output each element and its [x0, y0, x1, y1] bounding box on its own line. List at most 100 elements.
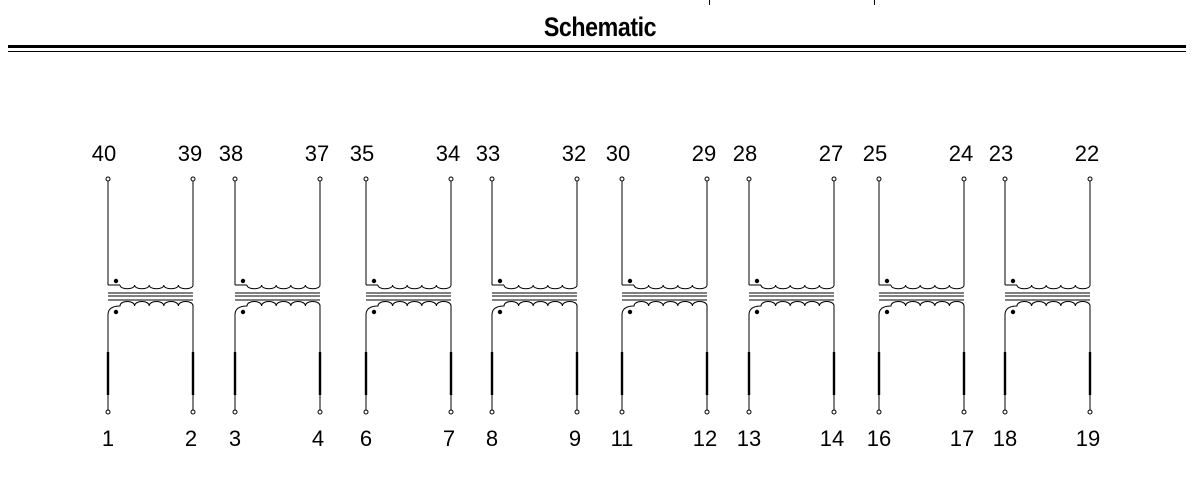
pin-top-right: [961, 176, 967, 182]
polarity-dot-primary: [627, 278, 633, 284]
pin-top-right: [574, 176, 580, 182]
transformer-2: 38 37 3 4: [219, 141, 329, 451]
pin-top-right: [704, 176, 710, 182]
polarity-dot-primary: [884, 278, 890, 284]
pin-bottom-right: [961, 409, 967, 415]
pin-bottom-left: [105, 409, 111, 415]
secondary-winding: [365, 301, 452, 316]
primary-winding: [1016, 278, 1091, 290]
pin-bottom-right: [704, 409, 710, 415]
pin-top-right: [1087, 176, 1093, 182]
pin-bottom-left: [489, 409, 495, 415]
primary-winding: [119, 278, 194, 290]
pin-label-top-left: 40: [92, 141, 116, 166]
secondary-winding: [748, 301, 835, 316]
pin-label-top-left: 35: [350, 141, 374, 166]
pin-label-bottom-left: 6: [360, 426, 372, 451]
pin-label-top-left: 38: [219, 141, 243, 166]
polarity-dot-primary: [113, 278, 119, 284]
transformer-5: 30 29 11 12: [606, 141, 717, 451]
pin-top-left: [746, 176, 752, 182]
pin-top-left: [1002, 176, 1008, 182]
pin-bottom-left: [619, 409, 625, 415]
secondary-winding: [491, 301, 578, 316]
pin-label-bottom-left: 11: [611, 426, 634, 451]
secondary-winding: [234, 301, 321, 316]
pin-label-top-left: 23: [989, 141, 1013, 166]
primary-winding: [890, 278, 965, 290]
pin-top-right: [317, 176, 323, 182]
pin-label-top-left: 25: [863, 141, 887, 166]
pin-label-top-left: 28: [733, 141, 757, 166]
pin-label-top-right: 29: [692, 141, 716, 166]
pin-label-bottom-left: 16: [867, 426, 891, 451]
secondary-winding: [107, 301, 194, 316]
polarity-dot-primary: [1010, 278, 1016, 284]
transformer-7: 25 24 16 17: [863, 141, 974, 451]
pin-label-bottom-left: 8: [486, 426, 498, 451]
top-tick: [709, 0, 710, 5]
pin-label-bottom-left: 1: [102, 426, 114, 451]
pin-bottom-right: [1087, 409, 1093, 415]
primary-winding: [377, 278, 452, 290]
polarity-dot-primary: [754, 278, 760, 284]
polarity-dot-primary: [240, 278, 246, 284]
pin-label-top-left: 33: [476, 141, 500, 166]
pin-label-top-right: 39: [178, 141, 202, 166]
pin-label-bottom-right: 7: [443, 426, 455, 451]
pin-label-top-right: 22: [1075, 141, 1099, 166]
transformer-8: 23 22 18 19: [989, 141, 1100, 451]
polarity-dot-secondary: [884, 309, 890, 315]
pin-label-bottom-right: 17: [950, 426, 974, 451]
pin-label-bottom-right: 4: [312, 426, 324, 451]
primary-winding: [503, 278, 578, 290]
pin-label-bottom-left: 18: [993, 426, 1017, 451]
title-rule-thin: [8, 51, 1186, 52]
pin-top-left: [619, 176, 625, 182]
transformer-3: 35 34 6 7: [350, 141, 460, 451]
pin-label-top-right: 32: [562, 141, 586, 166]
polarity-dot-secondary: [754, 309, 760, 315]
pin-bottom-left: [746, 409, 752, 415]
primary-winding: [760, 278, 835, 290]
pin-label-bottom-left: 3: [229, 426, 241, 451]
polarity-dot-secondary: [371, 309, 377, 315]
pin-top-right: [190, 176, 196, 182]
title-rule-thick: [8, 45, 1186, 48]
pin-label-bottom-right: 19: [1076, 426, 1100, 451]
pin-label-top-right: 24: [949, 141, 973, 166]
pin-label-bottom-right: 12: [693, 426, 717, 451]
polarity-dot-secondary: [1010, 309, 1016, 315]
pin-bottom-right: [317, 409, 323, 415]
pin-label-top-left: 30: [606, 141, 630, 166]
secondary-winding: [878, 301, 965, 316]
pin-top-right: [831, 176, 837, 182]
secondary-winding: [1004, 301, 1091, 316]
polarity-dot-secondary: [627, 309, 633, 315]
top-tick: [874, 0, 875, 5]
page-title: Schematic: [543, 12, 657, 42]
pin-top-left: [489, 176, 495, 182]
polarity-dot-primary: [371, 278, 377, 284]
pin-top-left: [232, 176, 238, 182]
pin-bottom-right: [831, 409, 837, 415]
pin-top-left: [105, 176, 111, 182]
pin-bottom-left: [876, 409, 882, 415]
pin-bottom-right: [574, 409, 580, 415]
pin-top-right: [448, 176, 454, 182]
pin-bottom-left: [1002, 409, 1008, 415]
pin-top-left: [363, 176, 369, 182]
pin-label-bottom-right: 2: [185, 426, 197, 451]
primary-winding: [633, 278, 708, 290]
secondary-winding: [621, 301, 708, 316]
polarity-dot-secondary: [113, 309, 119, 315]
pin-bottom-right: [448, 409, 454, 415]
polarity-dot-primary: [497, 278, 503, 284]
pin-label-top-right: 34: [436, 141, 460, 166]
pin-label-top-right: 37: [305, 141, 329, 166]
pin-label-bottom-right: 14: [820, 426, 844, 451]
pin-bottom-right: [190, 409, 196, 415]
